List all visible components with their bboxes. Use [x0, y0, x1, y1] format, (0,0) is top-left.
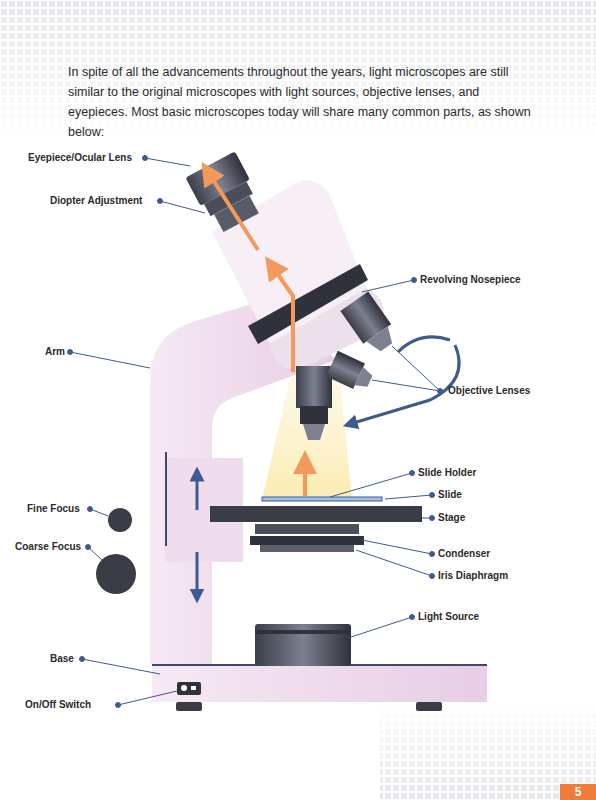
part-label: Base	[50, 653, 74, 665]
part-label: Eyepiece/Ocular Lens	[28, 152, 132, 164]
part-label: On/Off Switch	[25, 699, 91, 711]
part-label: Fine Focus	[27, 503, 80, 515]
part-label: Objective Lenses	[448, 385, 530, 397]
part-label: Coarse Focus	[15, 541, 81, 553]
part-label: Light Source	[418, 611, 479, 623]
part-label: Slide Holder	[418, 467, 476, 479]
intro-text: In spite of all the advancements through…	[68, 62, 538, 142]
page-number: 5	[560, 784, 596, 800]
part-label: Condenser	[438, 548, 490, 560]
part-label: Arm	[45, 346, 65, 358]
part-label: Iris Diaphragm	[438, 570, 508, 582]
part-label: Slide	[438, 489, 462, 501]
part-label: Diopter Adjustment	[50, 195, 142, 207]
part-label: Revolving Nosepiece	[420, 274, 521, 286]
part-label: Stage	[438, 512, 465, 524]
